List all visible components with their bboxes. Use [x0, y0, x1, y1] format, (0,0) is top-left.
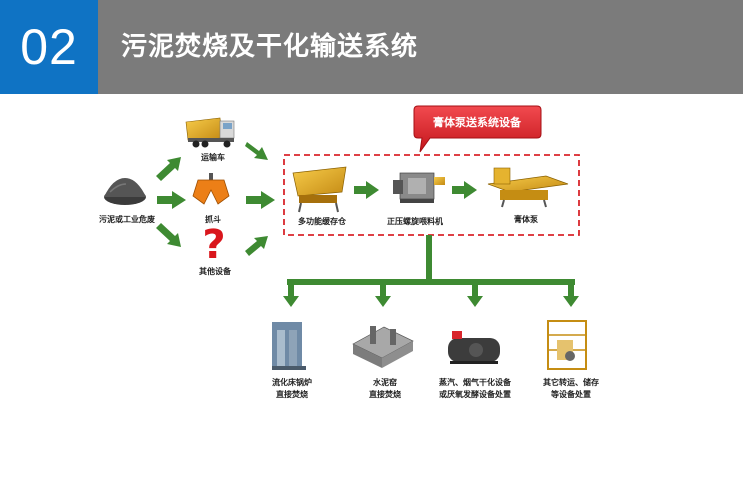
arrow-to-output-2	[375, 285, 391, 307]
silo-icon	[292, 166, 347, 213]
label-silo: 多功能缓存仓	[298, 216, 347, 226]
arrow-to-output-4	[563, 285, 579, 307]
output-4-line2: 等设备处置	[550, 389, 591, 399]
fluidized-boiler-icon	[272, 322, 306, 370]
feed-arrows	[245, 142, 275, 256]
paste-pump-icon	[487, 167, 569, 208]
output-1-line2: 直接焚烧	[276, 389, 308, 399]
header-bar: 02 污泥焚烧及干化输送系统	[0, 0, 743, 94]
label-input: 污泥或工业危废	[99, 214, 155, 224]
label-truck: 运输车	[201, 152, 225, 162]
screw-feeder-icon	[393, 172, 445, 203]
question-mark-icon: ?	[202, 222, 225, 268]
callout-bubble: 膏体泵送系统设备	[413, 105, 542, 153]
arrow-to-other	[156, 223, 181, 247]
output-1-line1: 流化床锅炉	[272, 377, 312, 387]
arrow-other-to-box	[245, 236, 268, 256]
trunk	[426, 235, 432, 281]
page-title: 污泥焚烧及干化输送系统	[121, 32, 419, 62]
label-pump: 膏体泵	[514, 214, 538, 224]
svg-text:?: ?	[202, 222, 225, 268]
dryer-icon	[448, 331, 500, 364]
truck-icon	[185, 117, 235, 148]
cement-kiln-icon	[352, 326, 414, 368]
sludge-pile-icon	[104, 178, 146, 205]
storage-frame-icon	[547, 320, 587, 370]
distribution-tree	[283, 235, 579, 307]
output-2-line1: 水泥窑	[372, 377, 397, 387]
arrow-to-grab	[157, 191, 186, 209]
section-number: 02	[0, 0, 98, 94]
output-2-line2: 直接焚烧	[369, 389, 401, 399]
grab-bucket-icon	[192, 173, 230, 205]
output-3-line2: 或厌氧发酵设备处置	[439, 389, 511, 399]
arrow-silo-to-feeder	[354, 181, 379, 199]
branch-bar	[287, 279, 575, 285]
label-other: 其他设备	[199, 266, 232, 276]
arrow-to-truck	[156, 157, 181, 181]
output-3-line1: 蒸汽、烟气干化设备	[439, 377, 512, 387]
arrow-grab-to-box	[246, 191, 275, 209]
label-grab: 抓斗	[205, 214, 221, 224]
callout-text: 膏体泵送系统设备	[433, 115, 522, 129]
label-feeder: 正压螺旋喂料机	[387, 216, 443, 226]
output-4-line1: 其它转运、储存	[543, 377, 599, 387]
arrow-to-output-3	[467, 285, 483, 307]
input-arrows	[156, 157, 186, 247]
arrow-to-output-1	[283, 285, 299, 307]
arrow-feeder-to-pump	[452, 181, 477, 199]
arrow-truck-to-box	[245, 142, 268, 160]
